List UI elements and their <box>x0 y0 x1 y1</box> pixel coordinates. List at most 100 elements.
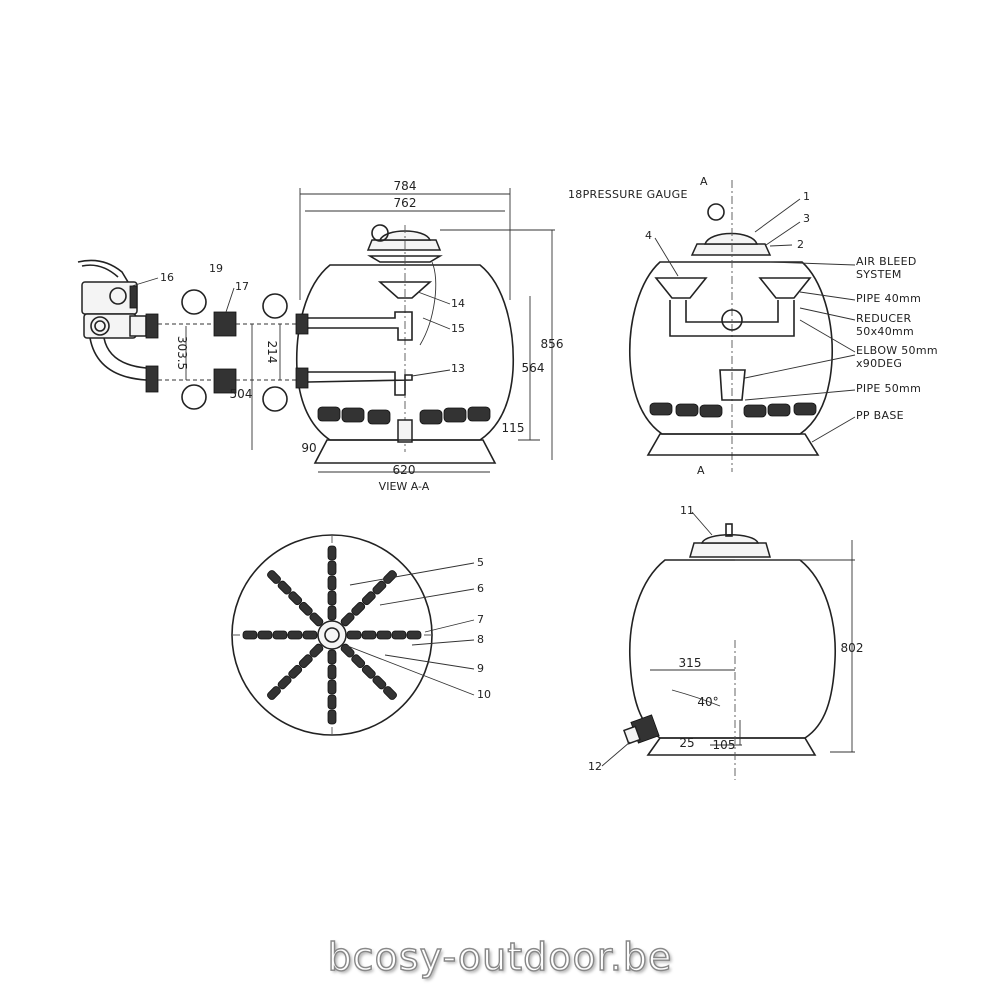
lateral-segment <box>327 560 337 576</box>
callout-reducer-1: REDUCER <box>856 312 912 325</box>
union-fittings <box>213 311 237 394</box>
callout-leader-lines <box>654 198 856 443</box>
section-marker-bottom: A <box>697 464 705 477</box>
lateral-arm <box>327 649 337 725</box>
lateral-segment <box>327 664 337 680</box>
lateral-segment <box>298 654 313 669</box>
num-3: 3 <box>803 212 810 225</box>
dim-115: 115 <box>502 421 525 435</box>
dim-762: 762 <box>394 196 417 210</box>
lateral-segment <box>242 630 258 640</box>
dim-315: 315 <box>679 656 702 670</box>
lateral-segment <box>351 654 366 669</box>
dim-25: 25 <box>679 736 694 750</box>
lateral-segment <box>277 580 292 595</box>
callout-pipe50: PIPE 50mm <box>856 382 921 395</box>
lateral-segment <box>361 591 376 606</box>
external-side-view <box>623 523 855 780</box>
lateral-arm <box>346 630 422 640</box>
lateral-segment <box>361 630 377 640</box>
callout-air-bleed-1: AIR BLEED <box>856 255 917 268</box>
lateral-segment <box>288 591 303 606</box>
lateral-segment <box>327 679 337 695</box>
lateral-segment <box>309 612 324 627</box>
dim-856: 856 <box>541 337 564 351</box>
watermark-text: bcosy-outdoor.be <box>327 934 673 979</box>
section-laterals <box>317 406 491 425</box>
dim-105: 105 <box>713 738 736 752</box>
num-1: 1 <box>803 190 810 203</box>
num-5: 5 <box>477 556 484 569</box>
num-17: 17 <box>235 280 249 293</box>
lateral-segment <box>327 545 337 561</box>
num-16: 16 <box>160 271 174 284</box>
lateral-segment <box>327 649 337 665</box>
lateral-segment <box>383 570 397 584</box>
lateral-segment <box>406 630 422 640</box>
num-13: 13 <box>451 362 465 375</box>
side-laterals <box>649 402 817 418</box>
lateral-segment <box>340 612 355 627</box>
lateral-arm <box>340 570 397 627</box>
dim-620: 620 <box>393 463 416 477</box>
lateral-segment <box>327 605 337 621</box>
side-view-tank <box>628 180 834 472</box>
lateral-segment <box>391 630 407 640</box>
num-4: 4 <box>645 229 652 242</box>
dim-802: 802 <box>841 641 864 655</box>
lateral-arm <box>242 630 318 640</box>
multiport-valve <box>77 259 159 393</box>
num-2: 2 <box>797 238 804 251</box>
lateral-segment <box>327 590 337 606</box>
lateral-spokes <box>242 545 422 725</box>
callout-pp-base: PP BASE <box>856 409 904 422</box>
num-19: 19 <box>209 262 223 275</box>
callout-reducer-2: 50x40mm <box>856 325 914 338</box>
lateral-arm <box>340 643 397 700</box>
callout-air-bleed-2: SYSTEM <box>856 268 902 281</box>
num-14: 14 <box>451 297 465 310</box>
callout-pressure-gauge: 18PRESSURE GAUGE <box>568 188 688 201</box>
dim-angle: 40° <box>697 695 718 709</box>
lateral-segment <box>351 601 366 616</box>
num-15: 15 <box>451 322 465 335</box>
lateral-segment <box>302 630 318 640</box>
lateral-segment <box>309 643 324 658</box>
dim-504: 504 <box>230 387 253 401</box>
dim-784: 784 <box>394 179 417 193</box>
section-marker-top: A <box>700 175 708 188</box>
dim-90: 90 <box>301 441 316 455</box>
view-label: VIEW A-A <box>379 480 430 493</box>
lateral-segment <box>361 664 376 679</box>
o-ring-circles <box>181 289 288 412</box>
callout-elbow-2: x90DEG <box>856 357 902 370</box>
lateral-segment <box>340 643 355 658</box>
num-11: 11 <box>680 504 694 517</box>
lateral-segment <box>376 630 392 640</box>
dim-303-5: 303.5 <box>175 336 189 370</box>
lateral-segment <box>267 570 281 584</box>
dim-214: 214 <box>265 341 279 364</box>
num-7: 7 <box>477 613 484 626</box>
lateral-segment <box>277 675 292 690</box>
lateral-segment <box>257 630 273 640</box>
lateral-segment <box>383 686 397 700</box>
lateral-segment <box>372 580 387 595</box>
section-view-tank <box>295 224 515 464</box>
callout-pipe40: PIPE 40mm <box>856 292 921 305</box>
lateral-segment <box>287 630 303 640</box>
lateral-segment <box>327 694 337 710</box>
lateral-segment <box>372 675 387 690</box>
num-6: 6 <box>477 582 484 595</box>
num-8: 8 <box>477 633 484 646</box>
num-10: 10 <box>477 688 491 701</box>
lateral-arm <box>267 570 324 627</box>
lateral-segment <box>327 709 337 725</box>
lateral-segment <box>346 630 362 640</box>
num-12: 12 <box>588 760 602 773</box>
num-9: 9 <box>477 662 484 675</box>
lateral-arm <box>267 643 324 700</box>
lateral-arm <box>327 545 337 621</box>
dim-564: 564 <box>522 361 545 375</box>
